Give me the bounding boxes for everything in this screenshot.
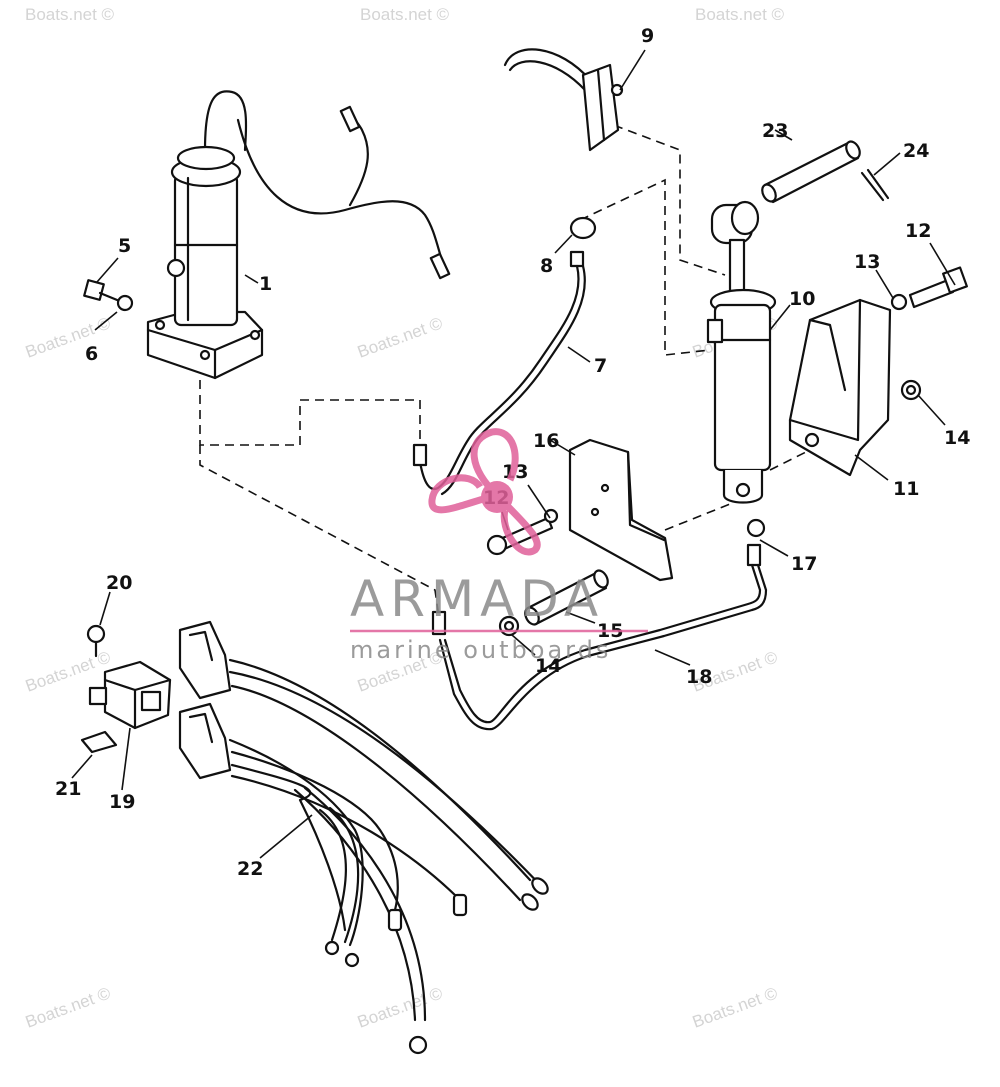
harness-22: [178, 620, 549, 1055]
watermark: Boats.net ©: [355, 313, 446, 361]
logo-tagline: marine outboards: [350, 636, 611, 664]
nut-13-center: [543, 508, 559, 524]
watermark: Boats.net ©: [360, 5, 450, 24]
logo-name: ARMADA: [350, 570, 604, 628]
callout-label: 19: [109, 791, 135, 813]
callout-label: 22: [237, 858, 263, 880]
screw-and-washer: [83, 279, 134, 312]
watermark: Boats.net ©: [690, 983, 781, 1031]
callout-label: 12: [905, 220, 931, 242]
callout-label: 5: [118, 235, 131, 257]
clamp: [503, 48, 624, 152]
callout-label: 6: [85, 343, 98, 365]
callout-label: 21: [55, 778, 81, 800]
watermark: Boats.net ©: [355, 983, 446, 1031]
leader-lines: [71, 49, 956, 859]
callout-label: 7: [594, 355, 607, 377]
callout-label: 24: [903, 140, 929, 162]
callout-label: 1: [259, 273, 272, 295]
bracket-16: [568, 438, 674, 582]
watermark-layer: Boats.net © Boats.net © Boats.net © Boat…: [23, 5, 785, 1032]
pin-23: [761, 140, 861, 204]
clip-21: [80, 730, 118, 754]
nut-13-right: [890, 293, 908, 311]
propeller-hub: [481, 481, 513, 513]
callout-label: 14: [535, 655, 561, 677]
callout-label: 8: [540, 255, 553, 277]
fitting-17: [746, 518, 766, 538]
pin-15: [524, 569, 609, 626]
callout-label: 13: [854, 251, 880, 273]
hose-7: [412, 264, 586, 496]
bolt-12-right: [908, 266, 968, 309]
callout-label: 16: [533, 430, 559, 452]
armada-logo: ARMADA marine outboards: [350, 428, 648, 664]
watermark: Boats.net ©: [25, 5, 115, 24]
trim-cylinder: [706, 200, 777, 504]
watermark: Boats.net ©: [23, 983, 114, 1031]
callout-label: 11: [893, 478, 919, 500]
watermark: Boats.net ©: [23, 313, 114, 361]
fitting-8: [569, 216, 597, 268]
relay-19: [88, 660, 172, 730]
watermark: Boats.net ©: [695, 5, 785, 24]
hose-18: [431, 543, 768, 731]
propeller-icon: [428, 428, 541, 556]
callout-label: 20: [106, 572, 132, 594]
callout-label: 9: [641, 25, 654, 47]
callout-label: 23: [762, 120, 788, 142]
pump-motor: [146, 90, 451, 380]
screw-20: [86, 624, 106, 658]
cotter-24: [860, 168, 890, 202]
bracket-11: [788, 298, 892, 477]
callout-label: 18: [686, 666, 712, 688]
assembly-lines: [199, 119, 811, 626]
callout-label: 10: [789, 288, 815, 310]
nut-14-right: [900, 379, 922, 401]
callout-label: 17: [791, 553, 817, 575]
callout-label: 14: [944, 427, 970, 449]
